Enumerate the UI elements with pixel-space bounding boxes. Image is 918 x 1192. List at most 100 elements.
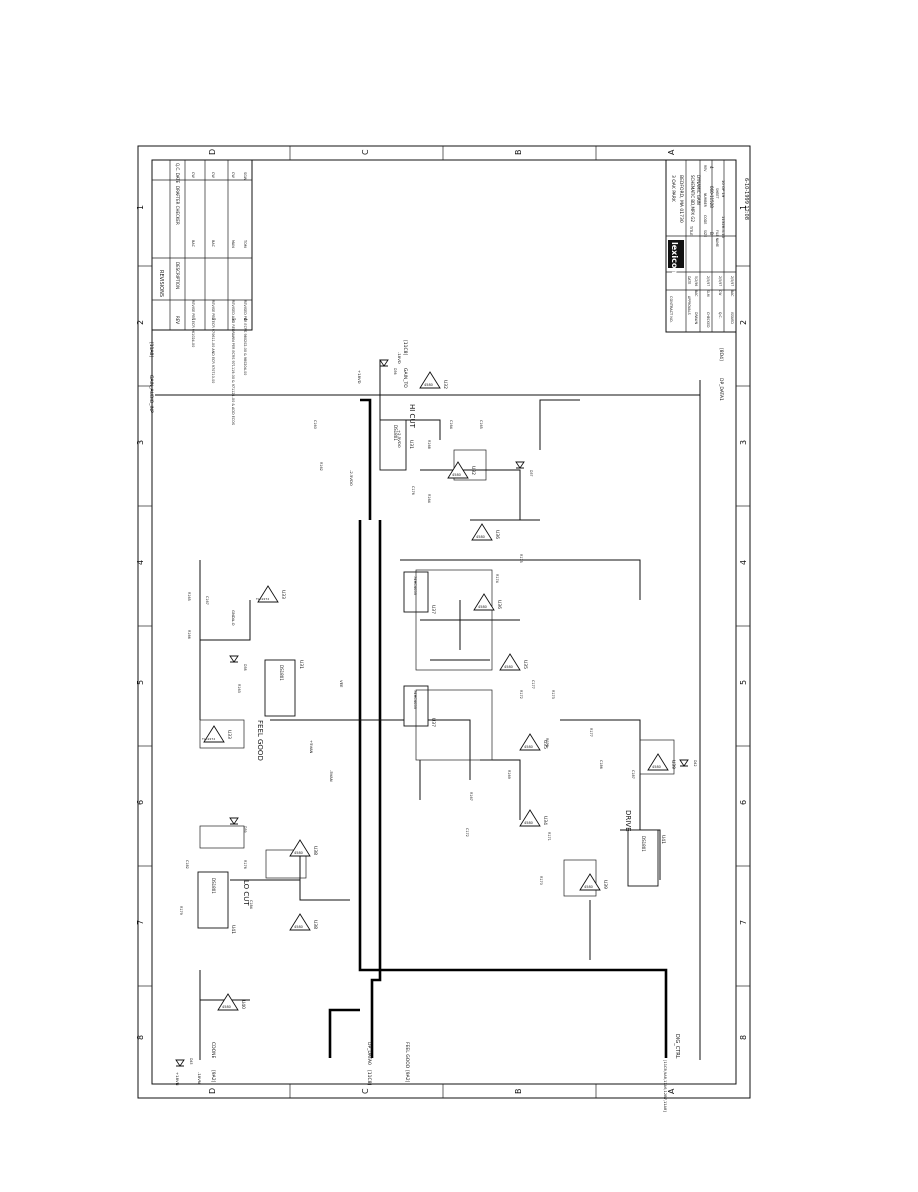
u35-ref: U35 (522, 660, 528, 669)
dig-ctrl-net: DIG_CTRL (674, 1034, 680, 1059)
feel-good-net: FEEL GOOD (404, 1042, 410, 1069)
dp-data1-net: DP_DATA1 (718, 378, 724, 401)
issued-name: BAC (730, 290, 734, 297)
m25vdo-rail: -2.5VDO (349, 470, 354, 486)
lo-cut-label: LO CUT (242, 880, 250, 906)
gain-to-net: GAIN_TO (402, 368, 408, 388)
u38b-ref: U38 (312, 920, 318, 929)
m5van-rail: -5VAN (329, 770, 334, 782)
checked-name: SLM (706, 290, 710, 297)
r179-label: R179 (179, 906, 183, 915)
zone-col-6-left: 6 (136, 800, 145, 805)
zone-col-5-left: 5 (136, 680, 145, 685)
u34-type: 4580 (524, 821, 533, 825)
u32-low-type: 4580 (452, 473, 461, 477)
title-line-2: DYNAMIC GAIN (696, 175, 701, 205)
u31-hi-ref: U31 (408, 440, 414, 449)
zone-col-2-right: 2 (739, 320, 748, 325)
company-address: BEDFORD, MA 01730 (678, 175, 684, 223)
size-value: B (709, 232, 714, 235)
r175-label: R175 (519, 554, 523, 563)
checked-role: CHECKED (706, 312, 710, 328)
r177-label: R177 (589, 728, 593, 737)
zone-ticks (138, 146, 750, 1098)
c160-label: C160 (313, 420, 317, 429)
u31-hi-type: DS1801 (393, 425, 398, 441)
qc-name: CW (718, 290, 722, 296)
lexicon-logo-box (668, 240, 684, 268)
u38b-region (265, 849, 307, 879)
dp-data0-net: DP_DATA0 (366, 1042, 372, 1065)
rev-3-desc: REVISED AND REDRAWN PER ECRS 971119-00 &… (231, 300, 235, 425)
u34-ref: U34 (542, 816, 548, 825)
u39b-region (639, 739, 675, 775)
rev-2-qc: CW (211, 172, 215, 178)
zone-col-8-left: 8 (136, 1035, 145, 1040)
ic-u31-feel: DS1801 U31 (264, 659, 304, 717)
title-block: lexicon 3 OAK PARK BEDFORD, MA 01730 TIT… (665, 159, 737, 333)
rev-1-drafter: BAC (191, 240, 195, 248)
dp-data0-bus (370, 520, 382, 1058)
rev-2-desc: REVISE PER ECR 970611-00 AND ECR 970710-… (211, 300, 215, 383)
issued-role: ISSUED (730, 312, 734, 324)
u39b-type: 4580 (652, 765, 661, 769)
revisions-header: REVISIONS (158, 270, 164, 297)
u32-top-type: 4580 (424, 383, 433, 387)
p25vdo-rail: +2.5VDO (397, 430, 402, 448)
c165-label: C165 (479, 420, 483, 429)
opamp-u36-b: 4580 U36 (473, 593, 502, 611)
zone-col-7-left: 7 (136, 920, 145, 925)
gain-audio-inp-net: GAIN_AUDIO_INP (148, 375, 154, 413)
zone-row-b-bottom: B (514, 1089, 523, 1095)
rev-label: REV (703, 165, 707, 172)
sheet-label: SHEET (715, 188, 719, 198)
d38-label: D38 (243, 664, 247, 671)
approvals-label: APPROVALS (687, 296, 691, 315)
file-label: FILE NAME (715, 230, 719, 247)
d42-label: D42 (693, 760, 697, 767)
u36-type: 4580 (476, 535, 485, 539)
opamp-u35-b: 4580 U35 (519, 733, 548, 751)
u33-low-ref: U33 (226, 730, 232, 739)
gain-to-ref: [11C8] (402, 340, 408, 355)
u32-top-ref: U32 (442, 380, 448, 389)
feel-good-ref: [9A2] (404, 1070, 410, 1083)
gain-audio-ref: [11A8] (148, 342, 154, 357)
ic-u37-b: 74HC4053 U37 (403, 685, 436, 727)
ic-drive: DS1801 U41 (627, 829, 666, 887)
r164-label: R164 (427, 494, 431, 503)
c177-label: C177 (531, 680, 535, 689)
qc-role: Q.C. (718, 312, 722, 319)
d39-label: D39 (243, 826, 247, 833)
ic-u37-a: 74HC4053 U37 (403, 571, 436, 614)
qc-col-header: Q.C. DATE (175, 163, 180, 184)
u33-region (199, 719, 245, 749)
p18vn-rail: +18VN (175, 1072, 180, 1086)
u35-region (415, 689, 493, 761)
opamp-u36: 4580 U36 (471, 523, 500, 541)
opamp-u39-a: 4580 U39 (579, 873, 608, 891)
diodes (175, 359, 689, 1067)
desc-col-header: DESCRIPTION (175, 262, 180, 289)
u39-region (563, 859, 597, 897)
u37b-type: 74HC4053 (413, 690, 417, 709)
file-value: 11528-4-10 (721, 216, 726, 239)
drawn-date: 5/2/96 (694, 276, 698, 286)
hi-cut-label: HI CUT (408, 404, 416, 429)
u38-region (199, 825, 245, 849)
inner-border (151, 159, 737, 1085)
ic-lo-cut: DS1801 U41 (197, 871, 236, 934)
rev-col-header: REV (175, 316, 180, 324)
opamp-u35: 4580 U35 (499, 653, 528, 671)
u36-ref: U36 (494, 530, 500, 539)
gnda-rail: GNDA-O (231, 610, 236, 626)
checked-date: 2/5/97 (706, 276, 710, 286)
r162-label: R162 (319, 462, 323, 471)
opamp-u34: 4580 U34 (519, 809, 548, 827)
rev-3-qc: CW (231, 172, 235, 178)
u35b-ref: U35 (542, 740, 548, 749)
r163-label: R163 (237, 684, 241, 693)
zone-col-1-right: 1 (739, 205, 748, 210)
u41-ref: U41 (230, 925, 236, 934)
